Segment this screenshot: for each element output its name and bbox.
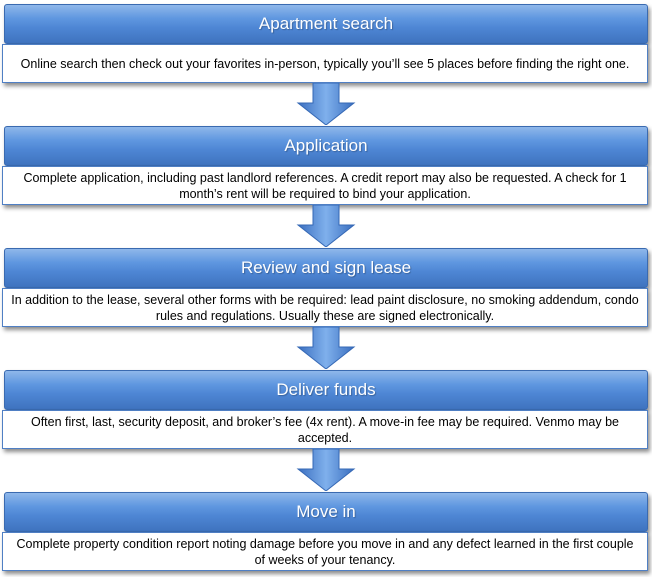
step-1-description: Online search then check out your favori…	[20, 56, 630, 71]
step-2-title: Application	[284, 136, 368, 155]
step-3-header: Review and sign lease	[4, 248, 648, 288]
step-2-description-box: Complete application, including past lan…	[2, 166, 648, 205]
step-1-header: Apartment search	[4, 4, 648, 44]
down-arrow-icon	[296, 83, 356, 125]
step-3-title: Review and sign lease	[240, 258, 412, 277]
step-5-description-box: Complete property condition report notin…	[2, 532, 648, 571]
step-3-description-box: In addition to the lease, several other …	[2, 288, 648, 327]
step-5-header: Move in	[4, 492, 648, 532]
step-1-description-box: Online search then check out your favori…	[2, 44, 648, 83]
step-4-header: Deliver funds	[4, 370, 648, 410]
step-5-description: Complete property condition report notin…	[16, 536, 634, 567]
step-1-title: Apartment search	[258, 14, 394, 33]
step-2-description: Complete application, including past lan…	[23, 170, 627, 201]
step-2-header: Application	[4, 126, 648, 166]
step-4-description-box: Often first, last, security deposit, and…	[2, 410, 648, 449]
step-4-title: Deliver funds	[276, 380, 376, 399]
step-5-title: Move in	[296, 502, 356, 521]
step-3-description: In addition to the lease, several other …	[11, 292, 639, 323]
step-4-description: Often first, last, security deposit, and…	[30, 414, 619, 445]
down-arrow-icon	[296, 449, 356, 491]
down-arrow-icon	[296, 205, 356, 247]
down-arrow-icon	[296, 327, 356, 369]
